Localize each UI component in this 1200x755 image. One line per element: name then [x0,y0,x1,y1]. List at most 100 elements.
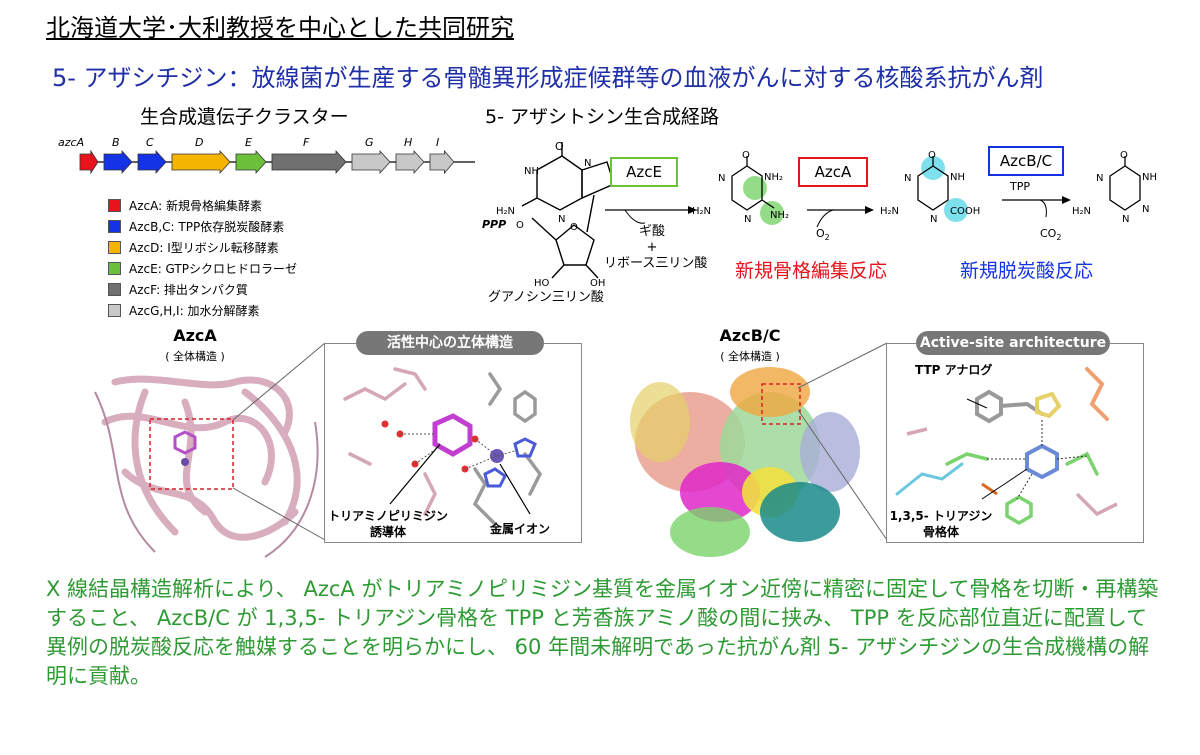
azca-zoom-lines [232,342,326,541]
legend-swatch [108,219,121,233]
gene-label-g: G [365,136,374,149]
azcbc-overall-structure [630,367,860,557]
gene-arrow-d [171,149,231,175]
enzyme-box-azce: AzcE [610,157,678,187]
co2-label: CO2 [1040,227,1062,243]
gene-label-d: D [195,136,203,149]
arrow-step-2 [807,206,874,228]
pathway-title: 5- アザシトシン生合成経路 [485,106,719,128]
svg-text:O: O [1120,150,1128,161]
svg-text:N: N [930,214,937,225]
conclusion-text: X 線結晶構造解析により、 AzcA がトリアミノピリミジン基質を金属イオン近傍… [46,577,1159,688]
azca-substrate-label: トリアミノピリミジン誘導体 [328,509,448,539]
azcbc-active-site-panel [886,343,1144,543]
gene-label-i: I [436,136,439,149]
azca-metal-label: 金属イオン [490,522,551,536]
svg-text:COOH: COOH [950,206,980,217]
svg-text:O: O [928,150,936,161]
product-structure: O N NH N H₂N N [1072,150,1157,225]
svg-text:NH: NH [950,172,965,183]
reaction-label-skeleton-editing: 新規骨格編集反応 [735,260,888,282]
legend-swatch [108,240,121,254]
svg-text:O: O [555,140,564,153]
gene-arrow-i [429,149,455,175]
azca-subtitle: ( 全体構造 ) [165,350,225,363]
azcbc-active-site-pill: Active-site architecture [916,331,1110,355]
azca-title: AzcA [173,326,217,345]
azcbc-title: AzcB/C [719,326,781,345]
svg-text:NH: NH [524,166,539,177]
arrow-step-1 [605,206,697,224]
gene-label-h: H [404,136,412,149]
legend-label: AzcD: I型リボシル転移酵素 [129,240,279,255]
gene-label-c: C [146,136,154,149]
svg-text:N: N [584,158,591,169]
azca-active-site-render [343,367,543,526]
page-subtitle: 5- アザシチジン：放線菌が生産する骨髄異形成症候群等の血液がんに対する核酸系抗… [52,64,1044,92]
svg-text:O: O [570,222,578,233]
svg-text:NH₂: NH₂ [764,172,783,183]
svg-text:N: N [744,214,751,225]
gene-cluster-diagram: azcA B C D E F G H I [58,136,475,175]
enzyme-box-azca: AzcA [798,157,868,187]
svg-text:O: O [516,220,524,231]
svg-text:N: N [1142,204,1149,215]
cluster-title: 生合成遺伝子クラスター [140,106,349,128]
azcbc-subtitle: ( 全体構造 ) [720,350,780,363]
svg-text:PPP: PPP [482,218,506,231]
azcbc-active-site-render [895,367,1118,526]
legend-label: AzcG,H,I: 加水分解酵素 [129,303,260,318]
legend-swatch [108,282,121,296]
enzyme-box-azcbc: AzcB/C [988,146,1064,176]
gene-arrow-c [137,149,167,175]
svg-text:H₂N: H₂N [880,206,899,217]
legend-swatch [108,261,121,275]
arrow-step-3 [1002,196,1071,218]
gene-label-azca: azcA [58,136,84,149]
gene-arrow-f [271,149,347,175]
byproduct-ribose-triphosphate: リボース三リン酸 [604,256,708,271]
svg-text:H₂N: H₂N [496,206,515,217]
gene-arrow-azca [79,149,99,175]
svg-text:OH: OH [590,278,605,289]
azcbc-zoom-lines [797,342,888,541]
gene-label-e: E [245,136,252,149]
gene-label-f: F [303,136,310,149]
plus-sign: + [646,240,658,255]
azca-overall-structure [94,375,319,558]
intermediate-2-structure: O N NH N H₂N COOH [880,150,980,225]
azca-active-site-panel [324,343,582,543]
legend-item: AzcE: GTPシクロヒドロラーゼ [108,259,297,277]
legend-item: AzcD: I型リボシル転移酵素 [108,238,279,256]
azcbc-triazine-label: 1,3,5- トリアジン骨格体 [889,509,993,539]
azcbc-tpp-label: TTP アナログ [915,363,993,377]
svg-text:N: N [904,173,911,184]
svg-text:NH₂: NH₂ [770,210,789,221]
legend-label: AzcE: GTPシクロヒドロラーゼ [129,261,297,276]
svg-text:H₂N: H₂N [692,206,711,217]
gene-label-b: B [112,136,120,149]
legend-item: AzcF: 排出タンパク質 [108,280,248,298]
legend-item: AzcG,H,I: 加水分解酵素 [108,301,259,319]
legend-label: AzcA: 新規骨格編集酵素 [129,198,262,213]
svg-text:H₂N: H₂N [1072,206,1091,217]
legend-swatch [108,303,121,317]
svg-text:N: N [558,214,565,225]
legend-label: AzcB,C: TPP依存脱炭酸酵素 [129,219,285,234]
tpp-label: TPP [1010,180,1030,193]
gene-arrow-b [103,149,133,175]
svg-text:N: N [1096,173,1103,184]
svg-text:NH: NH [1142,172,1157,183]
legend-item: AzcB,C: TPP依存脱炭酸酵素 [108,217,284,235]
substrate-label: グアノシン三リン酸 [488,290,604,305]
svg-text:HO: HO [534,278,550,289]
gene-arrow-h [395,149,425,175]
svg-text:N: N [718,173,725,184]
svg-text:N: N [1122,214,1129,225]
gene-arrow-e [235,149,267,175]
reaction-label-decarboxylation: 新規脱炭酸反応 [960,260,1094,282]
azca-active-site-pill: 活性中心の立体構造 [356,331,544,355]
gene-arrow-g [351,149,391,175]
legend-label: AzcF: 排出タンパク質 [129,282,248,297]
byproduct-formic-acid: ギ酸 [638,224,665,239]
